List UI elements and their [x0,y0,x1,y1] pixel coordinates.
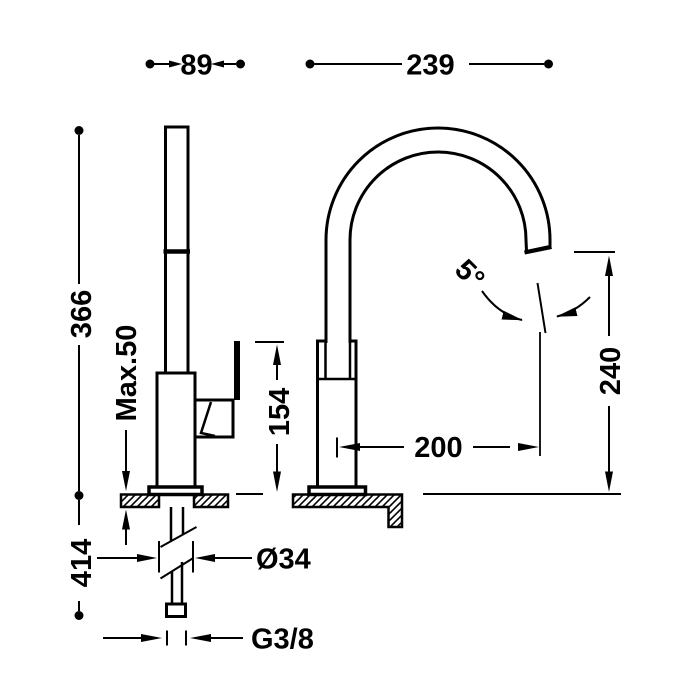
dim-dot [74,126,84,135]
arrowhead [169,60,182,68]
dim-5deg: 5° [448,254,591,334]
dim-label-g38: G3/8 [251,624,314,656]
dim-label-89: 89 [180,50,212,82]
thread-fitting [165,602,187,618]
dim-240: 240 [423,251,627,495]
dim-label-5deg: 5° [448,254,490,296]
dim-label-366: 366 [66,290,98,338]
dim-414: 414 [66,500,98,620]
arrowhead [273,344,281,365]
dim-dot [74,611,84,620]
gooseneck-spout [324,126,552,343]
dim-label-240: 240 [595,347,627,395]
arrowhead [190,634,211,642]
arrowhead [122,509,130,530]
arrowhead [195,554,215,562]
dim-label-239: 239 [406,50,454,82]
dim-dot [305,59,315,69]
arrowhead [211,60,224,68]
dim-239: 239 [305,50,553,82]
arrowhead [122,471,130,491]
dim-154: 154 [236,341,296,495]
mixer-body [155,371,197,489]
left-view-faucet [147,125,240,497]
deck-left-a [119,493,161,509]
angle-arc-left [481,290,523,321]
right-view-faucet [307,126,552,497]
dim-dot [544,59,553,69]
arrowhead [605,255,613,276]
dim-dot [74,491,84,500]
dim-200: 200 [336,332,541,464]
deck-left-b [192,493,230,509]
dim-label-414: 414 [66,539,98,587]
handle-hub [193,398,235,439]
base-flange-left [147,485,204,497]
supply-shank [158,507,197,618]
lever-handle [234,341,240,400]
dim-label-dia34: Ø34 [256,544,311,576]
arrowhead [518,443,539,451]
arrowhead [273,471,281,492]
outlet-cut-line [524,245,552,255]
arrowhead [605,471,613,492]
counter-deck [119,493,404,529]
arrowhead [141,634,162,642]
dim-366: 366 [66,126,98,500]
break-slash-lower [159,557,194,580]
angle-arc-right [556,296,591,318]
deck-right [291,493,404,529]
dim-dia34: Ø34 [97,544,311,576]
dim-89: 89 [145,50,245,82]
dim-dot [236,59,245,69]
tilted-outlet-line [536,282,547,334]
dim-label-max50: Max.50 [111,325,143,422]
dim-label-200: 200 [414,432,462,464]
dim-g38: G3/8 [103,624,314,656]
dim-dot [145,59,155,69]
arrowhead [137,554,157,562]
break-slash-upper [160,526,197,548]
handle-hub-detail [199,401,216,438]
dim-label-154: 154 [264,388,296,436]
dim-max50: Max.50 [111,325,143,545]
arrowhead [339,443,360,451]
